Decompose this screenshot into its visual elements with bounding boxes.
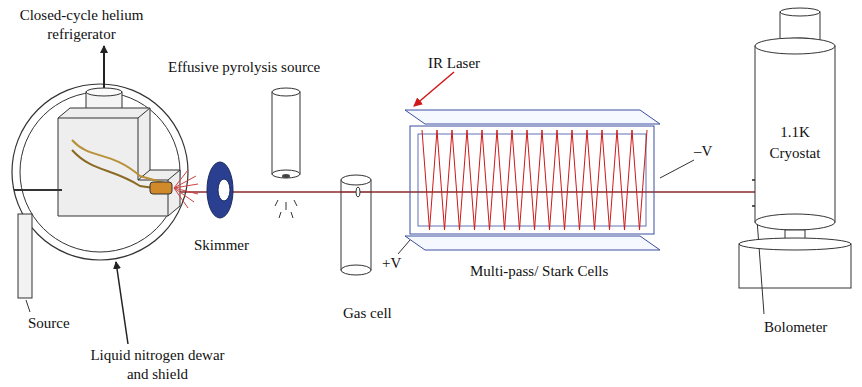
part-label: Closed-cycle helium refrigerator [14,6,149,44]
part-label: Skimmer [194,236,249,255]
laser-label: IR Laser [428,54,480,73]
cryostat-vessel: 1.1K Cryostat [735,6,855,296]
voltage-label: –V [694,142,712,161]
part-label: Multi-pass/ Stark Cells [470,262,608,281]
part-label: Effusive pyrolysis source [168,58,320,77]
part-label: Source [28,314,70,333]
part-label: Liquid nitrogen dewar and shield [90,346,225,384]
part-label: Bolometer [764,318,827,337]
part-label: Gas cell [343,304,392,323]
cryostat-label: 1.1K Cryostat [757,122,833,164]
voltage-label: +V [382,254,401,273]
